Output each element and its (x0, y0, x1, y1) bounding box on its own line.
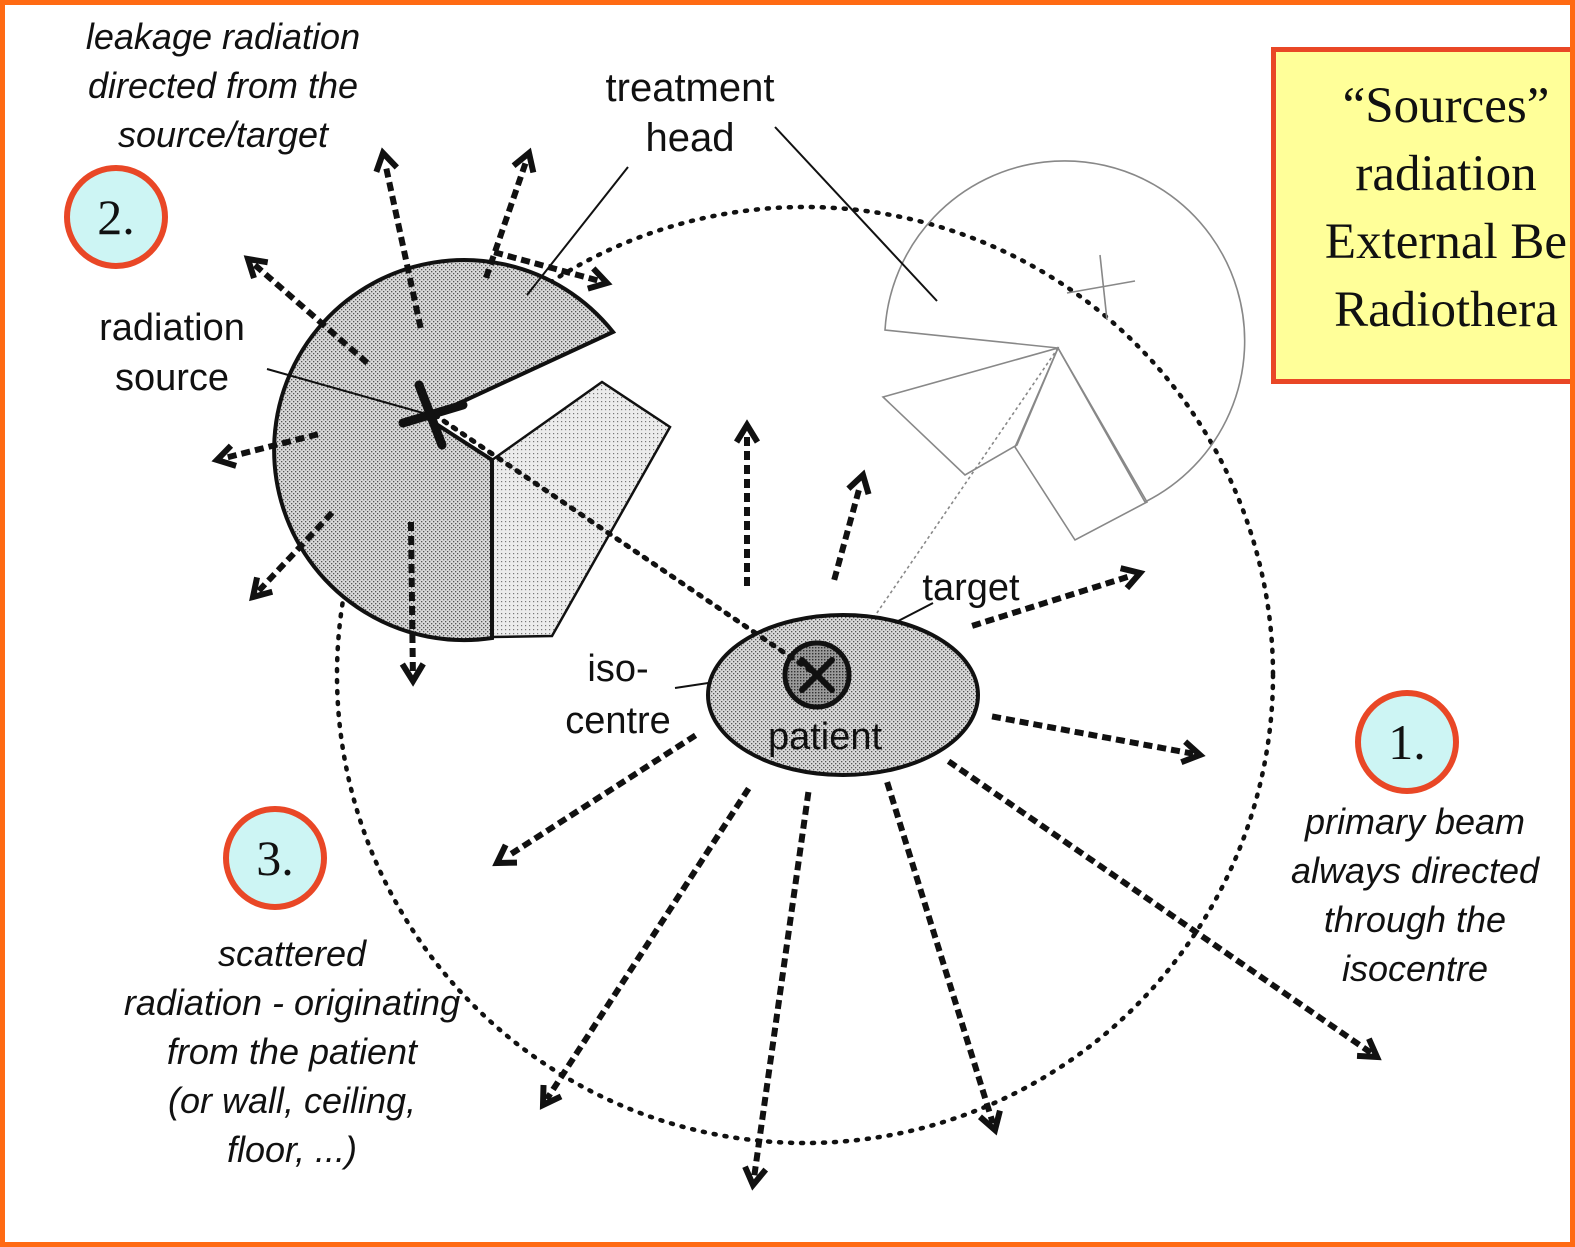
treatment-head-label-line: treatment (605, 66, 775, 110)
title-line: “Sources” (1342, 78, 1550, 134)
scattered-label-line: radiation - originating (123, 982, 461, 1023)
dotted-arrow-icon (991, 713, 1206, 765)
target-label: target (922, 567, 1020, 609)
gantry-rotation-path (334, 204, 1276, 1146)
radiation-source-label: radiation source (67, 303, 277, 403)
badge-primary-beam: 1. (1355, 690, 1459, 794)
radiation-source-cross (398, 380, 468, 450)
leakage-label: leakage radiation directed from the sour… (43, 12, 403, 159)
badge-leakage: 2. (64, 165, 168, 269)
primary-beam-label-line: through the (1323, 899, 1507, 940)
dotted-arrow-icon (884, 781, 1003, 1136)
leakage-label-line: source/target (117, 114, 329, 155)
leakage-rays (211, 147, 613, 687)
radiation-sources-diagram (211, 126, 1382, 1191)
treatment-head-label-line: head (645, 116, 735, 160)
radiation-source-label-line: radiation (99, 307, 245, 349)
scattered-label-line: (or wall, ceiling, (167, 1080, 417, 1121)
dotted-arrow-icon (493, 249, 613, 292)
isocentre-label: iso- centre (553, 643, 683, 747)
title-line: radiation (1355, 146, 1537, 202)
dotted-arrow-icon (946, 758, 1382, 1061)
title-line: Radiothera (1334, 282, 1558, 338)
dotted-arrow-icon (733, 419, 761, 586)
treatment-head (272, 258, 672, 642)
ghost-treatment-head (854, 160, 1246, 646)
title-line: External Be (1324, 214, 1568, 270)
dotted-arrow-icon (831, 469, 872, 581)
primary-beam-label: primary beam always directed through the… (1260, 797, 1570, 993)
isocentre-label-line: centre (565, 700, 671, 742)
primary-beam-axis (432, 412, 820, 678)
dotted-arrow-icon (971, 565, 1146, 629)
badge-scattered: 3. (223, 806, 327, 910)
leakage-label-line: leakage radiation (85, 16, 361, 57)
dotted-arrow-icon (211, 431, 319, 469)
dotted-arrow-icon (373, 147, 424, 329)
dotted-arrow-icon (539, 786, 752, 1110)
dotted-arrow-icon (249, 510, 335, 602)
treatment-head-label: treatment head (570, 63, 810, 163)
isocentre-label-line: iso- (587, 648, 649, 690)
scattered-label: scattered radiation - originating from t… (87, 929, 497, 1174)
treatment-head-leader (774, 126, 938, 302)
dotted-arrow-icon (243, 255, 370, 366)
dotted-arrow-icon (483, 147, 537, 279)
dotted-arrow-icon (742, 791, 812, 1191)
patient-label: patient (767, 716, 883, 758)
dotted-arrow-icon (492, 732, 698, 867)
scattered-rays (492, 419, 1382, 1191)
radiation-source-label-line: source (114, 357, 230, 399)
scattered-label-line: floor, ...) (226, 1129, 358, 1170)
dotted-arrow-icon (399, 521, 426, 687)
primary-beam-label-line: isocentre (1341, 948, 1489, 989)
primary-beam-label-line: primary beam (1304, 801, 1526, 842)
leakage-label-line: directed from the (87, 65, 359, 106)
scattered-label-line: from the patient (166, 1031, 418, 1072)
scattered-label-line: scattered (217, 933, 367, 974)
primary-beam-label-line: always directed (1290, 850, 1540, 891)
